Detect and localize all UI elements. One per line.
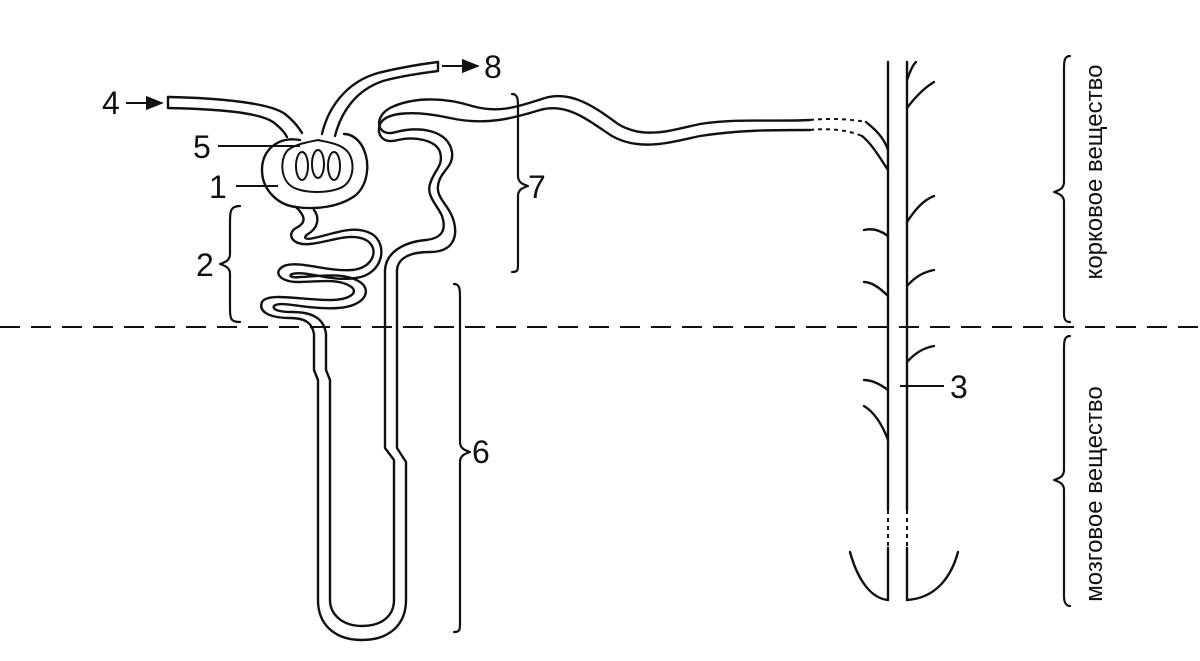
label-2: 2 — [196, 247, 214, 283]
brace-6 — [452, 282, 472, 634]
bowman-capsule — [260, 132, 369, 210]
efferent-arteriole — [320, 60, 440, 138]
brace-7 — [510, 92, 530, 274]
label-1: 1 — [209, 169, 227, 205]
label-medulla: мозговое вещество — [1081, 386, 1108, 601]
label-3: 3 — [950, 369, 968, 405]
brace-cortex — [1052, 54, 1072, 324]
label-6: 6 — [472, 434, 490, 470]
proximal-convoluted-tubule — [260, 205, 383, 336]
brace-medulla — [1052, 334, 1072, 608]
distal-convoluted-tubule — [377, 94, 867, 272]
label-7: 7 — [528, 169, 546, 205]
brace-2 — [218, 204, 242, 324]
label-5: 5 — [193, 129, 211, 165]
loop-of-henle — [312, 268, 408, 642]
glomerulus — [281, 139, 354, 193]
label-8: 8 — [484, 49, 502, 85]
label-4: 4 — [102, 85, 120, 121]
afferent-arteriole — [166, 95, 304, 139]
collecting-duct — [848, 60, 960, 602]
label-cortex: корковое вещество — [1081, 65, 1108, 280]
